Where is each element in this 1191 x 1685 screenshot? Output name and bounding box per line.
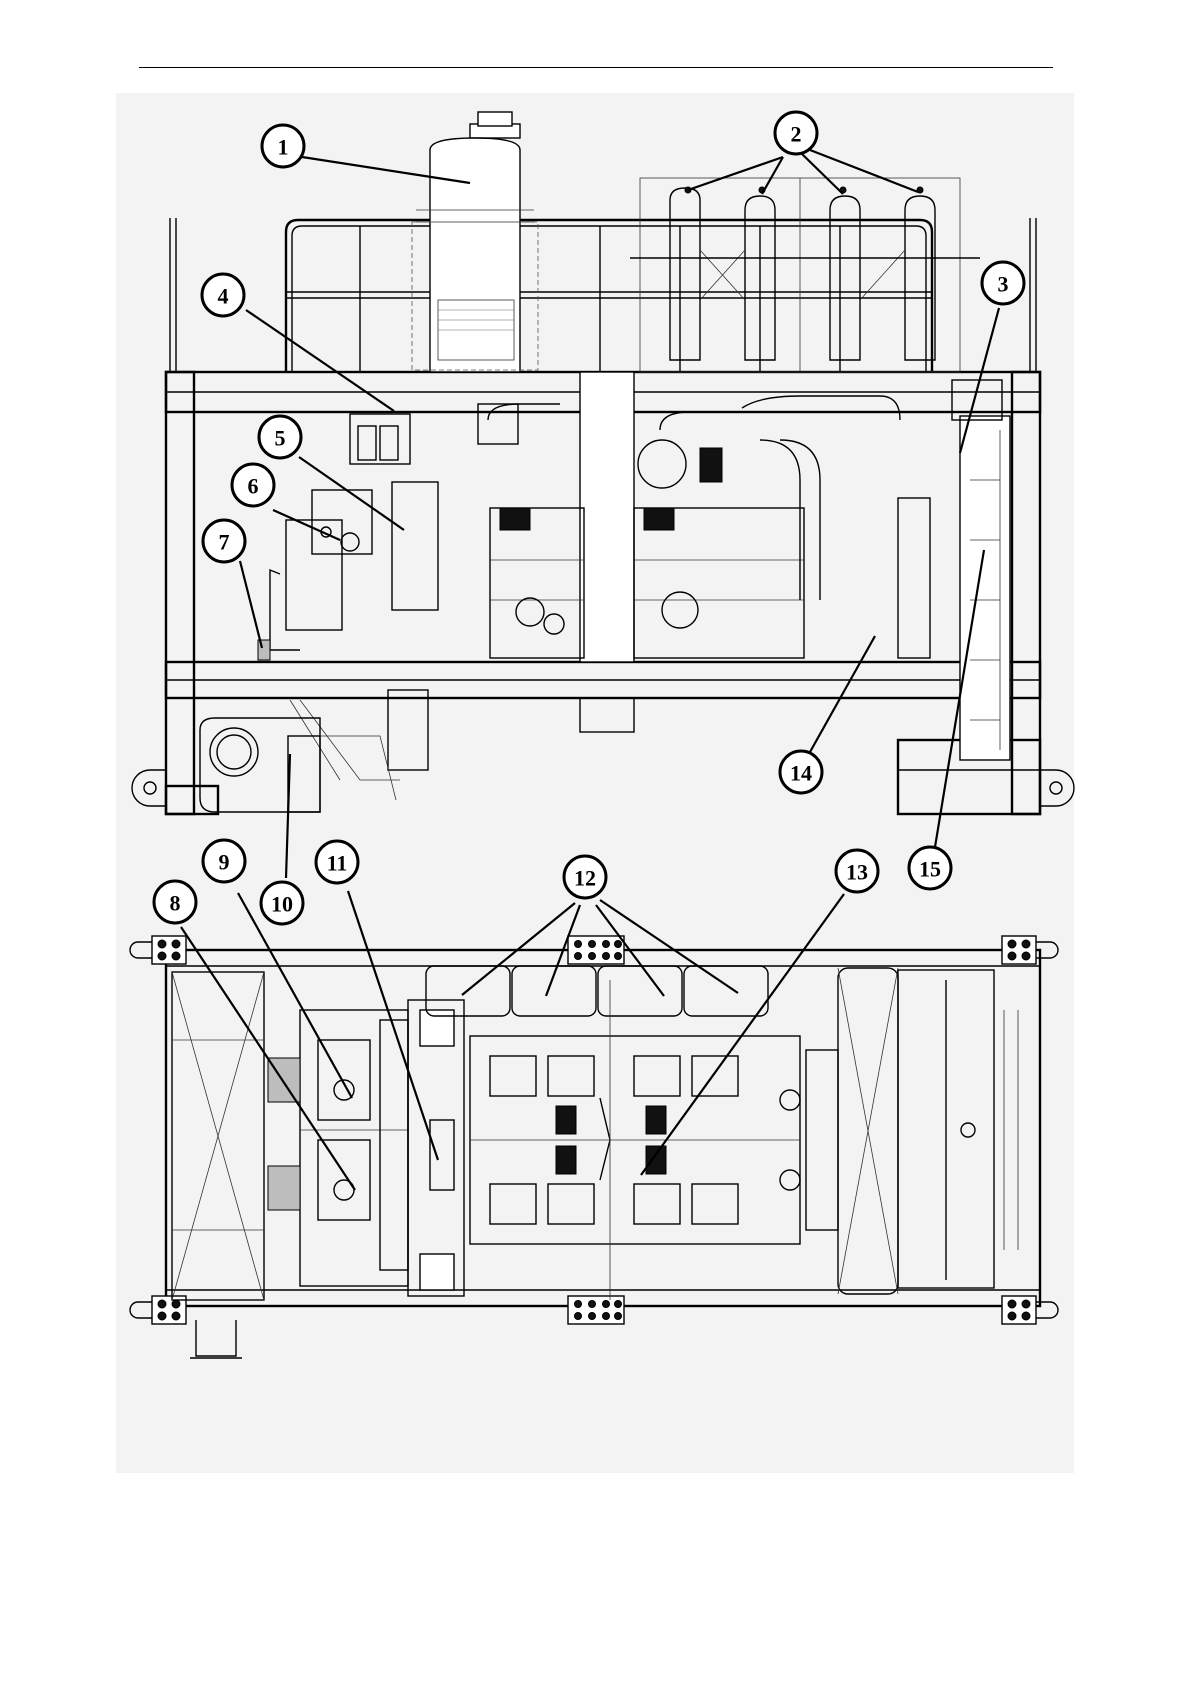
callout-4: 4: [202, 274, 244, 316]
callout-7-label: 7: [219, 530, 230, 555]
engine-plan-view: [470, 1036, 800, 1244]
right-corner-post: [1012, 372, 1040, 814]
skid-outline: [166, 950, 1040, 1306]
callout-5: 5: [259, 416, 301, 458]
engine-side-view: [478, 396, 900, 658]
corner-lug-tl: [130, 936, 186, 964]
center-lug-top: [568, 936, 624, 964]
callout-14: 14: [780, 751, 822, 793]
corner-lug-br: [1002, 1296, 1058, 1324]
callout-3-label: 3: [998, 272, 1009, 297]
callout-1: 1: [262, 125, 304, 167]
callout-11: 11: [316, 841, 358, 883]
radiator-fan-plan: [806, 968, 1018, 1294]
lifting-eye-right: [1040, 770, 1074, 806]
callout-7: 7: [203, 520, 245, 562]
air-cleaners: [630, 178, 980, 372]
exhaust-outlet: [200, 718, 396, 812]
callout-5-label: 5: [275, 426, 286, 451]
callout-1-label: 1: [278, 135, 289, 160]
callout-10-label: 10: [271, 892, 293, 917]
left-corner-post: [166, 372, 194, 814]
callout-12-label: 12: [574, 866, 596, 891]
callout-6-label: 6: [248, 474, 259, 499]
callout-4-label: 4: [218, 284, 229, 309]
hydraulic-pump-bank: [268, 1010, 408, 1286]
callout-9-label: 9: [219, 850, 230, 875]
callout-9: 9: [203, 840, 245, 882]
callout-15: 15: [909, 847, 951, 889]
side-elevation-view: [132, 112, 1074, 814]
corner-lug-tr: [1002, 936, 1058, 964]
handrail: [286, 220, 932, 372]
flywheel-housing: [408, 1000, 464, 1296]
callout-15-label: 15: [919, 857, 941, 882]
callout-6: 6: [232, 464, 274, 506]
service-hatches: [426, 966, 768, 1300]
lower-housing: [290, 690, 634, 780]
leader-lines: [181, 150, 999, 1190]
callout-13: 13: [836, 850, 878, 892]
callout-12: 12: [564, 856, 606, 898]
callout-13-label: 13: [846, 860, 868, 885]
plan-view: [130, 936, 1058, 1358]
radiator: [898, 380, 1010, 760]
callout-11-label: 11: [327, 851, 348, 876]
air-intake-filter: [412, 112, 538, 372]
callout-10: 10: [261, 882, 303, 924]
callout-2-label: 2: [791, 122, 802, 147]
callout-8-label: 8: [170, 891, 181, 916]
central-pillar: [580, 372, 634, 662]
center-lug-bottom: [568, 1296, 624, 1324]
callout-14-label: 14: [790, 761, 812, 786]
lifting-eye-left: [132, 770, 166, 806]
callout-3: 3: [982, 262, 1024, 304]
callout-8: 8: [154, 881, 196, 923]
callout-2: 2: [775, 112, 817, 154]
